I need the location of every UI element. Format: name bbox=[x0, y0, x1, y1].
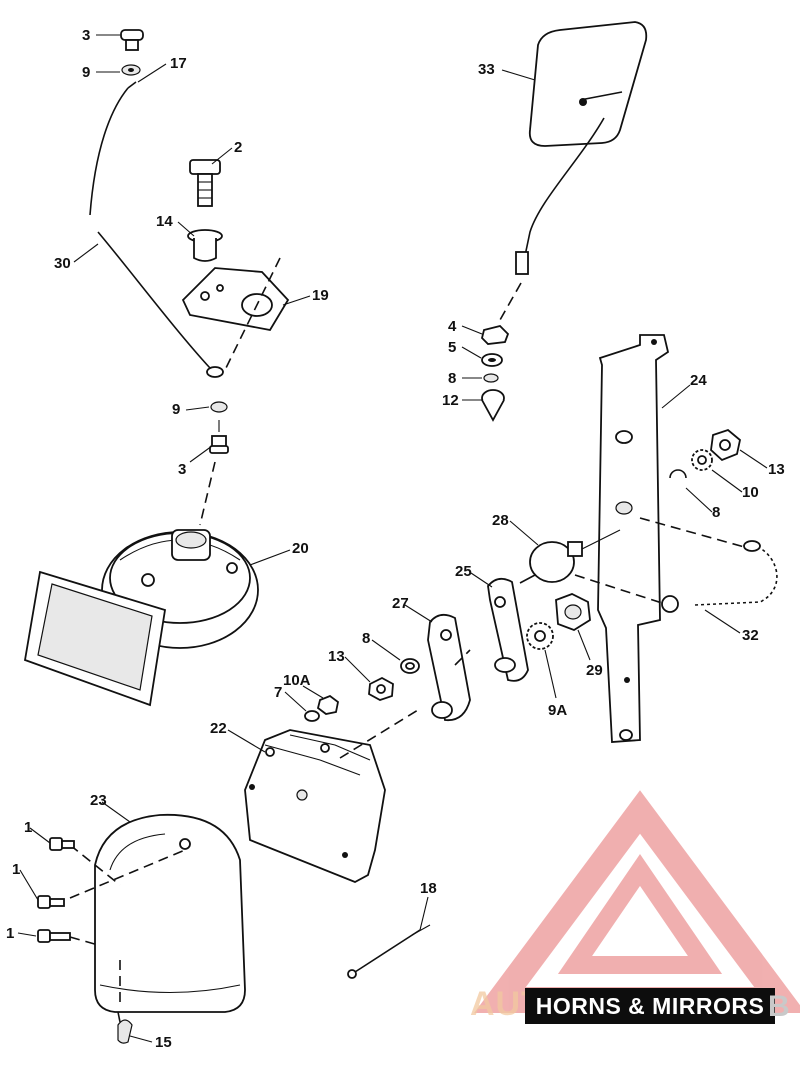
screw-1-b bbox=[37, 895, 65, 909]
callout-8-right: 8 bbox=[712, 504, 720, 521]
nut-13-right bbox=[710, 428, 741, 462]
callout-23: 23 bbox=[90, 792, 107, 809]
wire-30 bbox=[97, 231, 224, 378]
callout-labels: 3 9 17 2 14 30 19 9 3 20 33 4 5 8 12 24 … bbox=[6, 27, 785, 1051]
callout-8-top: 8 bbox=[448, 370, 456, 387]
callout-18: 18 bbox=[420, 880, 437, 897]
spacer-14 bbox=[187, 229, 223, 262]
callout-8-left: 8 bbox=[362, 630, 370, 647]
callout-25: 25 bbox=[455, 563, 472, 580]
callout-27: 27 bbox=[392, 595, 409, 612]
callout-12: 12 bbox=[442, 392, 459, 409]
callout-28: 28 bbox=[492, 512, 509, 529]
cotter-pin-18 bbox=[347, 924, 431, 979]
callout-17: 17 bbox=[170, 55, 187, 72]
washer-5 bbox=[481, 353, 503, 367]
washer-8-left bbox=[400, 658, 420, 674]
cap-nut-12 bbox=[481, 389, 505, 422]
washer-7 bbox=[304, 710, 320, 722]
nut-13-left bbox=[368, 676, 394, 701]
watermark-tail: B bbox=[768, 990, 790, 1023]
callout-4: 4 bbox=[448, 318, 457, 335]
horn-body-22 bbox=[244, 729, 386, 883]
callout-9-top: 9 bbox=[82, 64, 90, 81]
nut-10A bbox=[316, 694, 339, 715]
screw-3-lower bbox=[209, 435, 229, 454]
diagram-title: HORNS & MIRRORS bbox=[525, 988, 775, 1024]
callout-3-lower: 3 bbox=[178, 461, 186, 478]
horn-cover-23 bbox=[94, 813, 246, 1013]
screw-1-c bbox=[37, 929, 71, 943]
callout-2: 2 bbox=[234, 139, 242, 156]
mirror-33 bbox=[515, 21, 648, 275]
callout-1-c: 1 bbox=[6, 925, 14, 942]
washer-8-top bbox=[483, 373, 499, 383]
lock-washer-10 bbox=[691, 449, 713, 471]
washer-8-right bbox=[669, 469, 687, 479]
callout-22: 22 bbox=[210, 720, 227, 737]
callout-20: 20 bbox=[292, 540, 309, 557]
callout-13-left: 13 bbox=[328, 648, 345, 665]
callout-9-lower: 9 bbox=[172, 401, 180, 418]
screw-1-a bbox=[49, 837, 75, 851]
callout-30: 30 bbox=[54, 255, 71, 272]
callout-15: 15 bbox=[155, 1034, 172, 1051]
watermark-logo bbox=[474, 790, 800, 1013]
nut-4 bbox=[481, 325, 510, 345]
screw-3-top bbox=[120, 29, 144, 51]
callout-9A: 9A bbox=[548, 702, 567, 719]
horn-20-trumpet bbox=[23, 570, 167, 707]
callout-19: 19 bbox=[312, 287, 329, 304]
leader-lines bbox=[17, 34, 768, 1043]
clip-15 bbox=[117, 1019, 133, 1044]
wire-17 bbox=[89, 81, 137, 216]
callout-33: 33 bbox=[478, 61, 495, 78]
stud-28 bbox=[519, 529, 621, 584]
callout-5: 5 bbox=[448, 339, 456, 356]
bracket-24 bbox=[597, 334, 670, 743]
callout-24: 24 bbox=[690, 372, 707, 389]
link-plate-25 bbox=[487, 577, 529, 682]
callout-1-a: 1 bbox=[24, 819, 32, 836]
callout-10: 10 bbox=[742, 484, 759, 501]
callout-10A: 10A bbox=[283, 672, 311, 689]
bracket-19 bbox=[181, 267, 290, 331]
bolt-2 bbox=[189, 159, 221, 207]
star-washer-9A bbox=[526, 622, 554, 650]
callout-13-right: 13 bbox=[768, 461, 785, 478]
callout-7: 7 bbox=[274, 684, 282, 701]
washer-9-lower bbox=[210, 401, 228, 413]
washer-9-top bbox=[121, 64, 141, 76]
callout-1-b: 1 bbox=[12, 861, 20, 878]
ground-cable-32 bbox=[661, 540, 779, 613]
callout-14: 14 bbox=[156, 213, 173, 230]
link-plate-27 bbox=[427, 613, 471, 722]
nut-29 bbox=[555, 593, 591, 631]
callout-29: 29 bbox=[586, 662, 603, 679]
callout-3-top: 3 bbox=[82, 27, 90, 44]
callout-32: 32 bbox=[742, 627, 759, 644]
